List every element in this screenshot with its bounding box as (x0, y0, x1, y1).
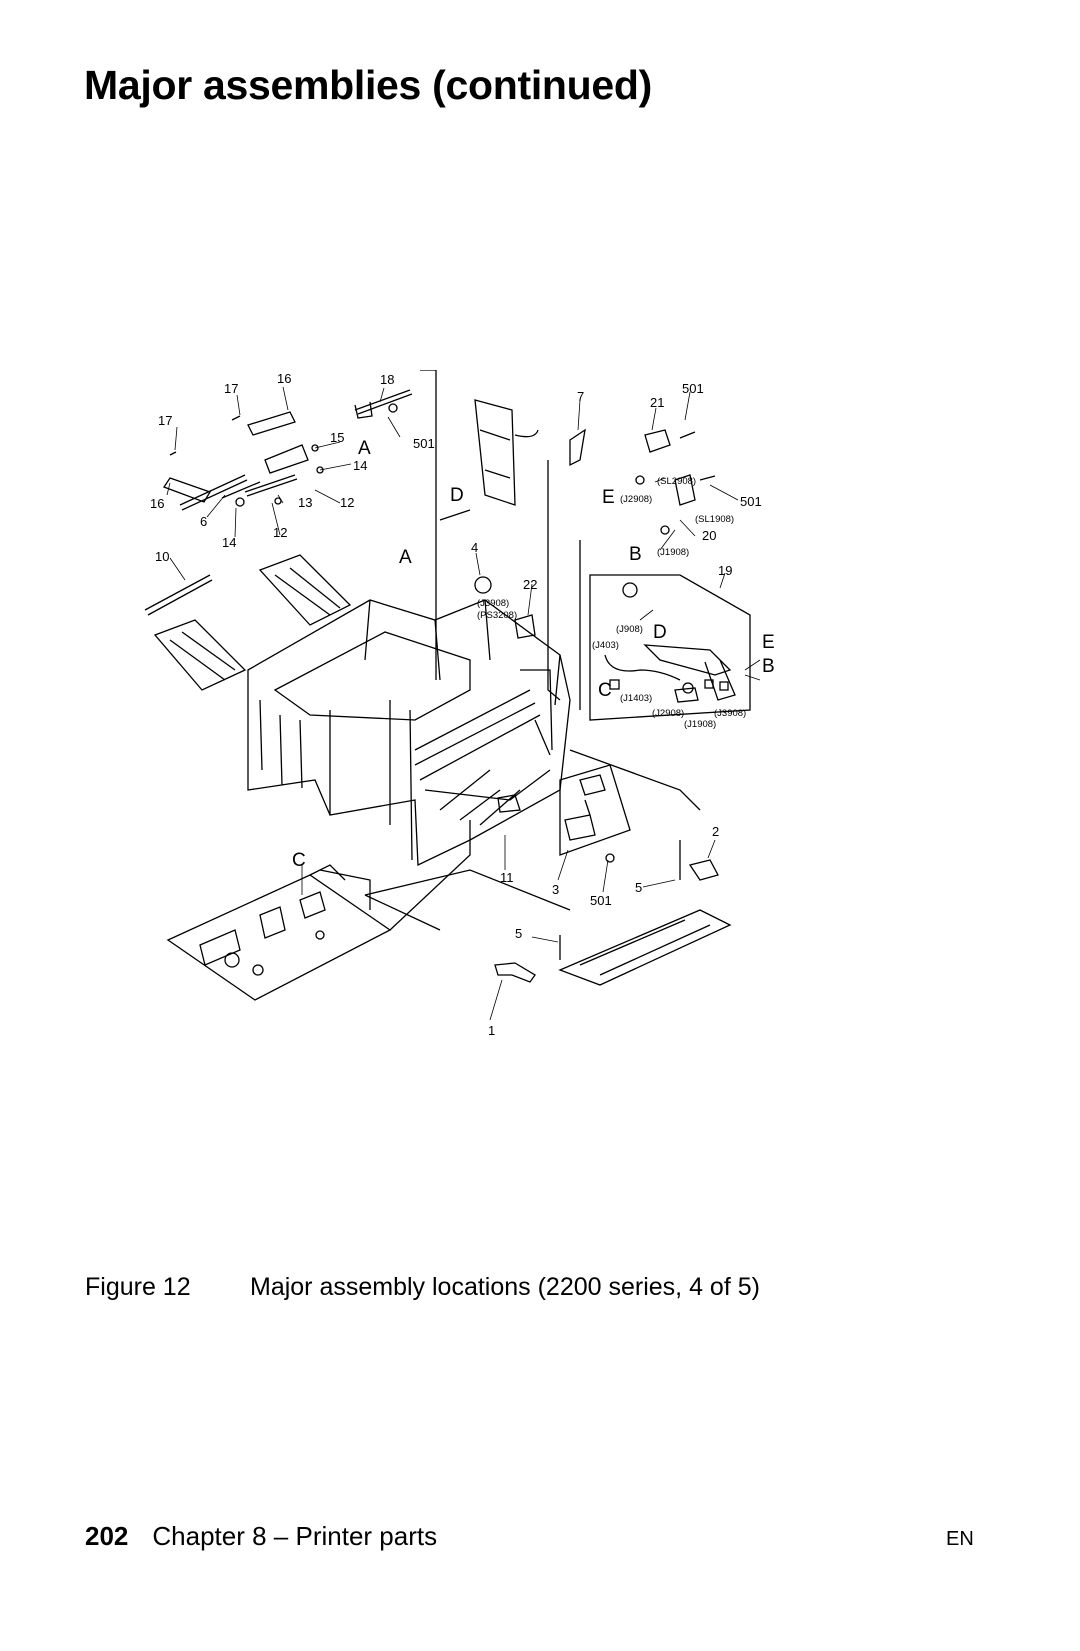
callout: B (629, 544, 642, 565)
callout: 12 (273, 525, 287, 540)
connector-label: (J3908) (714, 708, 746, 719)
bracket-d (474, 399, 516, 506)
page-number: 202 (85, 1521, 129, 1551)
connector-label: (PS3208) (477, 610, 517, 621)
leader-lines (166, 386, 761, 1021)
chapter-title: Chapter 8 – Printer parts (152, 1521, 438, 1551)
callout-labels: 18 17 16 17 15 A 501 14 16 6 13 12 14 12… (150, 371, 775, 1038)
connector-label: (J1908) (684, 719, 716, 730)
figure-caption-text: Major assembly locations (2200 series, 4… (250, 1273, 760, 1301)
callout: 20 (702, 528, 716, 543)
callout: 2 (712, 824, 719, 839)
callout: 3 (552, 882, 559, 897)
pcb-c (166, 874, 392, 1001)
callout: 11 (500, 870, 514, 885)
callout: A (399, 547, 412, 568)
callout: E (762, 632, 775, 653)
connector-label: (J403) (592, 640, 619, 651)
language-code: EN (946, 1528, 974, 1550)
inset-box (589, 574, 751, 721)
callout: C (598, 680, 612, 701)
connector-label: (SL2908) (657, 476, 696, 487)
figure-caption: Figure 12 Major assembly locations (2200 … (85, 1273, 760, 1302)
callout: 1 (488, 1023, 495, 1038)
callout: D (450, 485, 464, 506)
part-18-shaft (354, 389, 413, 419)
callout: C (292, 850, 306, 871)
callout: B (762, 656, 775, 677)
callout: 501 (590, 893, 612, 908)
part-19-rail (643, 644, 736, 701)
callout: 10 (155, 549, 169, 564)
callout: 13 (298, 495, 312, 510)
callout: 12 (340, 495, 354, 510)
connector-label: (SL1908) (695, 514, 734, 525)
callout: 19 (718, 563, 732, 578)
callout: E (602, 487, 615, 508)
part-16-belt (247, 411, 296, 436)
inset-box-3 (559, 764, 631, 856)
callout: 17 (224, 381, 238, 396)
callout: 6 (200, 514, 207, 529)
callout: 501 (740, 494, 762, 509)
figure-number: Figure 12 (85, 1273, 191, 1301)
page-footer: 202 Chapter 8 – Printer parts (85, 1521, 437, 1552)
callout: 4 (471, 540, 478, 555)
assembly-drawing: 18 17 16 17 15 A 501 14 16 6 13 12 14 12… (144, 370, 775, 1038)
connector-label: (J1908) (657, 547, 689, 558)
callout: 501 (682, 381, 704, 396)
connector-label: (J908) (616, 624, 643, 635)
connector-label: (J3908) (477, 598, 509, 609)
connector-label: (J2908) (652, 708, 684, 719)
callout: 16 (277, 371, 291, 386)
callout: A (358, 438, 371, 459)
callout: 5 (515, 926, 522, 941)
plate-upper (258, 554, 352, 626)
plate-lower (153, 619, 247, 691)
callout: D (653, 622, 667, 643)
callout: 18 (380, 372, 394, 387)
callout: 22 (523, 577, 537, 592)
exploded-assembly-diagram: 18 17 16 17 15 A 501 14 16 6 13 12 14 12… (140, 370, 940, 1090)
callout: 21 (650, 395, 664, 410)
page-title: Major assemblies (continued) (84, 62, 653, 108)
connector-label: (J1403) (620, 693, 652, 704)
parts-linework (144, 370, 751, 1001)
callout: 7 (577, 389, 584, 404)
callout: 14 (222, 535, 236, 550)
part-1-lever (494, 962, 536, 983)
callout: 501 (413, 436, 435, 451)
connector-label: (J2908) (620, 494, 652, 505)
callout: 5 (635, 880, 642, 895)
chassis (247, 599, 571, 867)
callout: 15 (330, 430, 344, 445)
callout: 14 (353, 458, 367, 473)
callout: 17 (158, 413, 172, 428)
callout: 16 (150, 496, 164, 511)
connector-labels: (SL2908) (J2908) (SL1908) (J1908) (J3908… (477, 476, 746, 730)
bottom-tray (558, 909, 732, 986)
